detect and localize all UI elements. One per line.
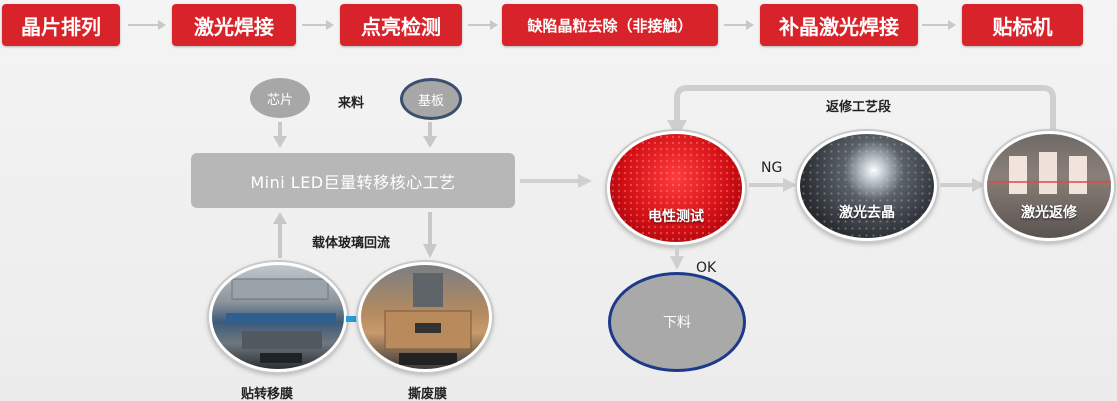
ng-label: NG: [761, 160, 783, 176]
dot-grid-illustration: [800, 134, 934, 238]
machine-illustration: [384, 273, 472, 365]
arrow-right-icon: [520, 174, 592, 188]
core-process-box: Mini LED巨量转移核心工艺: [191, 153, 515, 208]
electrical-test-label: 电性测试: [648, 209, 704, 225]
process-step-defect-removal: 缺陷晶粒去除（非接触）: [502, 4, 718, 46]
arrow-up-icon: [273, 212, 287, 258]
input-chip: 芯片: [250, 78, 310, 118]
unload-node: 下料: [608, 272, 746, 372]
ok-label: OK: [696, 260, 717, 276]
led-grid-illustration: [610, 134, 742, 242]
laser-remove-photo: 激光去晶: [797, 131, 937, 241]
arrow-right-icon: [128, 20, 166, 30]
arrow-right-icon: [468, 20, 498, 30]
peel-film-photo: [358, 262, 492, 372]
arrow-down-icon: [423, 122, 437, 148]
process-step-repair-weld: 补晶激光焊接: [760, 4, 918, 46]
attach-film-photo: [209, 262, 347, 372]
peel-film-label: 撕废膜: [408, 387, 448, 401]
arrow-down-icon: [670, 246, 684, 270]
process-step-chip-arrange: 晶片排列: [2, 4, 120, 46]
arrow-right-icon: [749, 178, 797, 192]
input-substrate: 基板: [400, 78, 462, 120]
incoming-label: 来料: [338, 96, 365, 111]
machine-illustration: [226, 278, 336, 363]
arrow-right-icon: [940, 178, 986, 192]
arrow-right-icon: [724, 20, 754, 30]
chip-blocks-illustration: [987, 152, 1111, 194]
repair-loop-arrow: [667, 85, 1056, 138]
repair-section-label: 返修工艺段: [826, 100, 892, 115]
arrow-down-icon: [273, 122, 287, 148]
process-step-laser-weld: 激光焊接: [172, 4, 296, 46]
carrier-reflow-label: 载体玻璃回流: [312, 236, 391, 251]
arrow-down-icon: [423, 212, 437, 258]
link-connector: [346, 316, 360, 322]
attach-film-label: 贴转移膜: [241, 387, 294, 401]
laser-remove-label: 激光去晶: [839, 205, 895, 221]
process-step-labeler: 贴标机: [962, 4, 1083, 46]
laser-repair-photo: 激光返修: [984, 131, 1114, 241]
arrow-right-icon: [302, 20, 334, 30]
electrical-test-photo: 电性测试: [607, 131, 745, 245]
arrow-right-icon: [922, 20, 956, 30]
laser-repair-label: 激光返修: [1021, 205, 1077, 221]
process-step-light-test: 点亮检测: [340, 4, 462, 46]
